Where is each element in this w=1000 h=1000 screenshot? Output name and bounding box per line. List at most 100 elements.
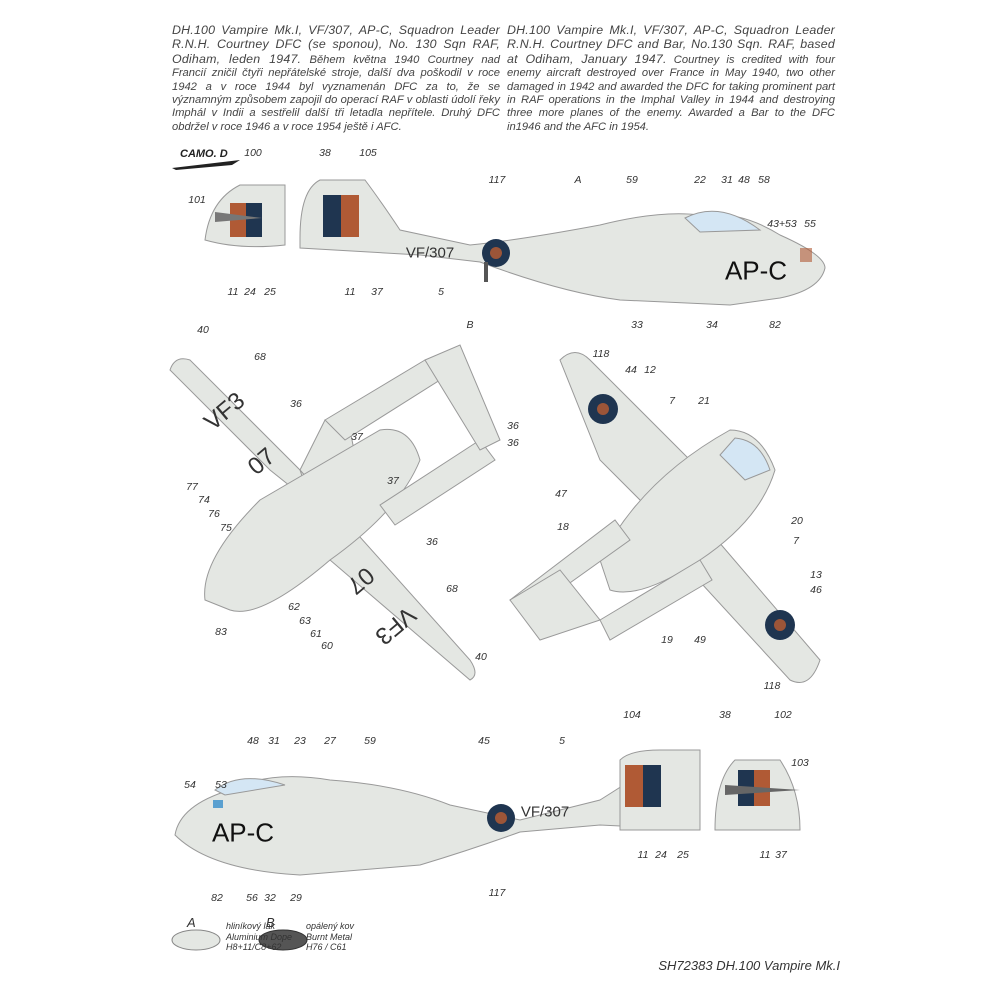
callout-plan-top: 68 bbox=[254, 351, 266, 363]
callout-side-bottom: 48 bbox=[247, 735, 259, 747]
legend-b-letter: B bbox=[266, 915, 275, 930]
legend-b-en: Burnt Metal bbox=[306, 931, 353, 942]
description-czech: DH.100 Vampire Mk.I, VF/307, AP-C, Squad… bbox=[172, 23, 501, 134]
callout-plan-top: 40 bbox=[197, 324, 209, 336]
legend-a-code: H8+11/C8+62 bbox=[226, 942, 282, 952]
callout-side-bottom: 24 bbox=[655, 849, 667, 861]
legend-a-cz: hliníkový lak bbox=[226, 921, 276, 931]
callout-side-bottom: 11 bbox=[637, 849, 649, 861]
swatch-aluminium bbox=[171, 929, 221, 951]
callout-plan-bottom: 20 bbox=[791, 515, 803, 527]
legend-a-letter: A bbox=[187, 915, 196, 930]
camo-swoosh bbox=[172, 160, 240, 170]
callout-plan-bottom: 44 bbox=[625, 364, 637, 376]
callout-side-top: 25 bbox=[264, 286, 276, 298]
callout-side-bottom: 103 bbox=[791, 757, 809, 769]
callout-plan-top: 37 bbox=[387, 475, 399, 487]
side-view-left bbox=[204, 179, 826, 306]
legend-b-text: opálený kov Burnt Metal H76 / C61 bbox=[306, 921, 354, 953]
callout-side-top: 58 bbox=[758, 174, 770, 186]
callout-plan-top: 37 bbox=[351, 431, 363, 443]
legend-a-text: hliníkový lak Aluminium Dope H8+11/C8+62 bbox=[226, 921, 292, 953]
callout-side-top: 11 bbox=[227, 286, 239, 298]
callout-side-top: 34 bbox=[706, 319, 718, 331]
legend-a-en: Aluminium Dope bbox=[226, 931, 293, 942]
serial-marking-top: VF/307 bbox=[405, 244, 455, 262]
code-marking-bottom: AP-C bbox=[211, 817, 275, 848]
callout-side-top: 24 bbox=[244, 286, 256, 298]
callout-side-top: 38 bbox=[319, 147, 331, 159]
callout-side-bottom: 104 bbox=[623, 709, 641, 721]
callout-side-top: 37 bbox=[371, 286, 383, 298]
callout-plan-top: 60 bbox=[321, 640, 333, 652]
callout-side-top: 11 bbox=[344, 286, 356, 298]
legend-b-code: H76 / C61 bbox=[306, 942, 347, 952]
callout-side-bottom: 29 bbox=[290, 892, 302, 904]
callout-plan-bottom: 7 bbox=[793, 535, 799, 547]
callout-side-bottom: 56 bbox=[246, 892, 258, 904]
callout-side-top: 82 bbox=[769, 319, 781, 331]
callout-side-bottom: 82 bbox=[211, 892, 223, 904]
callout-side-top: 59 bbox=[626, 174, 638, 186]
description-english-body: Courtney is credited with four enemy air… bbox=[507, 53, 835, 133]
description-english-lead: DH.100 Vampire Mk.I, VF/307, AP-C, Squad… bbox=[507, 23, 835, 66]
callout-side-bottom: 45 bbox=[478, 735, 490, 747]
legend-b-cz: opálený kov bbox=[306, 921, 355, 931]
callout-side-top: 117 bbox=[488, 174, 506, 186]
callout-side-bottom: 23 bbox=[294, 735, 306, 747]
callout-side-bottom: 11 bbox=[759, 849, 771, 861]
callout-side-top: 105 bbox=[359, 147, 377, 159]
callout-side-bottom: 37 bbox=[775, 849, 787, 861]
serial-marking-bottom: VF/307 bbox=[520, 803, 570, 821]
callout-plan-top: 77 bbox=[186, 481, 198, 493]
callout-side-bottom: 59 bbox=[364, 735, 376, 747]
callout-side-bottom: 31 bbox=[268, 735, 280, 747]
callout-plan-bottom: 47 bbox=[555, 488, 567, 500]
description-english: DH.100 Vampire Mk.I, VF/307, AP-C, Squad… bbox=[507, 23, 835, 134]
callout-side-top: 5 bbox=[438, 286, 444, 298]
callout-plan-bottom: 118 bbox=[592, 348, 610, 360]
callout-side-top: A bbox=[574, 174, 582, 186]
callout-plan-bottom: 13 bbox=[810, 569, 822, 581]
callout-side-top: B bbox=[466, 319, 474, 331]
swatch-burnt-metal bbox=[258, 929, 308, 951]
fin-flash-blue bbox=[246, 203, 262, 237]
callout-plan-bottom: 7 bbox=[669, 395, 675, 407]
callout-side-bottom: 25 bbox=[677, 849, 689, 861]
description-czech-body: Během května 1940 Courtney nad Francií z… bbox=[172, 53, 501, 133]
callout-plan-top: 63 bbox=[299, 615, 311, 627]
callout-plan-top: 75 bbox=[220, 522, 232, 534]
callout-side-bottom: 27 bbox=[324, 735, 336, 747]
callout-side-top: 55 bbox=[804, 218, 816, 230]
callout-plan-top: 62 bbox=[288, 601, 300, 613]
callout-side-bottom: 53 bbox=[215, 779, 227, 791]
description-czech-lead: DH.100 Vampire Mk.I, VF/307, AP-C, Squad… bbox=[172, 23, 500, 66]
callout-plan-bottom: 46 bbox=[810, 584, 822, 596]
callout-plan-bottom: 18 bbox=[557, 521, 569, 533]
callout-side-top: 100 bbox=[244, 147, 262, 159]
callout-side-top: 43+53 bbox=[767, 218, 797, 230]
code-marking-top: AP-C bbox=[724, 255, 788, 286]
callout-plan-bottom: 12 bbox=[644, 364, 656, 376]
callout-plan-top: 36 bbox=[507, 437, 519, 449]
callout-side-bottom: 54 bbox=[184, 779, 196, 791]
callout-plan-bottom: 21 bbox=[698, 395, 710, 407]
plan-view-lower-surface bbox=[509, 352, 821, 683]
kit-footer: SH72383 DH.100 Vampire Mk.I bbox=[658, 958, 840, 973]
callout-side-bottom: 102 bbox=[774, 709, 792, 721]
callout-side-top: 33 bbox=[631, 319, 643, 331]
callout-plan-top: 83 bbox=[215, 626, 227, 638]
callout-plan-bottom: 49 bbox=[694, 634, 706, 646]
callout-plan-bottom: 118 bbox=[763, 680, 781, 692]
callout-plan-top: 76 bbox=[208, 508, 220, 520]
side-view-right bbox=[174, 749, 801, 876]
callout-plan-bottom: 19 bbox=[661, 634, 673, 646]
callout-side-bottom: 32 bbox=[264, 892, 276, 904]
camo-label: CAMO. D bbox=[180, 148, 228, 160]
callout-plan-top: 74 bbox=[198, 494, 210, 506]
callout-side-top: 101 bbox=[188, 194, 206, 206]
plan-view-upper-surface bbox=[169, 344, 501, 681]
